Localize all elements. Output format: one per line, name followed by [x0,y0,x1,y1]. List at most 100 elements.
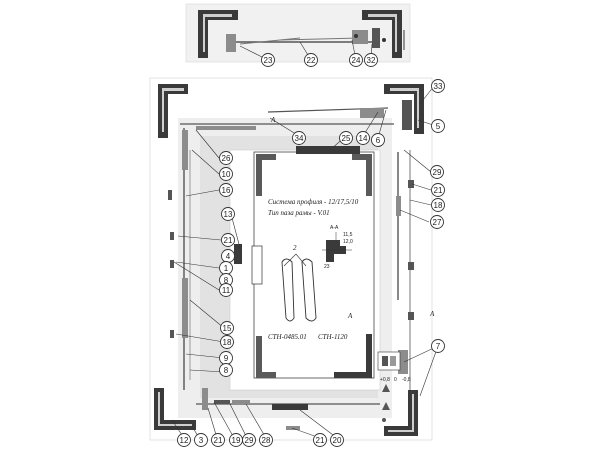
callout-circle [371,133,385,147]
callout-c29-b: 29 [242,433,256,447]
callout-label: 15 [223,324,232,333]
callout-c22-top: 22 [304,53,318,67]
dim-23: 23 [324,264,330,270]
callout-c16: 16 [219,183,233,197]
callout-c23-top: 23 [261,53,275,67]
callout-circle [349,53,363,67]
section-mark-right: A [429,310,435,318]
callout-label: 1 [224,264,229,273]
mark-2: 2 [293,244,297,252]
window-handles [251,245,317,322]
callout-label: 16 [222,186,231,195]
callout-label: 21 [316,436,325,445]
callout-c15: 15 [220,321,234,335]
callout-c21-r: 21 [431,183,445,197]
callout-c12: 12 [177,433,191,447]
callout-label: 7 [436,342,441,351]
callout-label: 11 [222,286,231,295]
callout-label: 24 [352,56,361,65]
corner-bottom-right [384,390,418,436]
callout-label: 13 [224,210,233,219]
dim-11-5: 11,5 [343,232,353,238]
callout-circle [313,433,327,447]
callout-label: 4 [226,252,231,261]
callout-c13: 13 [221,207,235,221]
callout-label: 27 [433,218,442,227]
callout-label: 22 [307,56,316,65]
callout-c18-r: 18 [431,198,445,212]
callout-circle [431,79,445,93]
dim-12-0: 12,0 [343,239,353,245]
callout-circle [211,433,225,447]
callout-circle [261,53,275,67]
callout-c21-b2: 21 [313,433,327,447]
product-code-right: CTH-1120 [318,333,348,341]
callout-circle [219,183,233,197]
callout-c6: 6 [371,133,385,147]
callout-label: 18 [434,201,443,210]
section-mark-mid: A [347,312,353,320]
callout-circle [339,131,353,145]
corner-top-right [384,84,424,134]
callout-label: 23 [264,56,273,65]
callout-label: 20 [333,436,342,445]
callout-circle [220,335,234,349]
callout-label: 3 [199,436,204,445]
callout-c33: 33 [431,79,445,93]
callout-circle [242,433,256,447]
callout-label: 28 [262,436,271,445]
callout-c18-l: 18 [220,335,234,349]
callout-label: 12 [180,436,189,445]
callout-c1: 1 [219,261,233,275]
callout-circle [431,183,445,197]
callout-c8-b: 8 [219,363,233,377]
callout-c7: 7 [431,339,445,353]
callout-c29: 29 [430,165,444,179]
callout-c14: 14 [356,131,370,145]
callout-c25: 25 [339,131,353,145]
top-hardware-bar [180,100,412,154]
callout-label: 21 [224,236,233,245]
section-aa-profile [322,232,352,262]
section-mark-top: A [270,116,276,124]
callout-c24-top: 24 [349,53,363,67]
callout-c5: 5 [431,119,445,133]
callout-c28: 28 [259,433,273,447]
callout-circle [221,233,235,247]
callout-circle [364,53,378,67]
callout-label: 10 [222,170,231,179]
dim-plus: +0,8 [380,377,390,383]
callout-label: 34 [295,134,304,143]
callout-c26: 26 [219,151,233,165]
callout-c21-b1: 21 [211,433,225,447]
dim-zero: 0 [394,377,397,383]
callout-label: 14 [359,134,368,143]
dim-minus: -0,8 [402,377,411,383]
callout-label: 5 [436,122,441,131]
callout-circle [194,433,208,447]
callout-circle [431,198,445,212]
callout-label: 26 [222,154,231,163]
callout-label: 19 [232,436,241,445]
callout-label: 21 [214,436,223,445]
callout-label: 6 [376,136,381,145]
callout-label: 18 [223,338,232,347]
callout-circle [259,433,273,447]
callout-label: 8 [224,366,229,375]
callout-label: 8 [224,276,229,285]
callout-label: 33 [434,82,443,91]
callout-c9: 9 [219,351,233,365]
product-code-left: CTH-0485.01 [268,333,307,341]
callout-circle [431,119,445,133]
callout-c19: 19 [229,433,243,447]
callout-label: 25 [342,134,351,143]
inner-corners [256,154,372,378]
top-detail-view [185,3,411,63]
text-notes: Система профиля - 12/17,5/10 Тип паза ра… [268,116,435,383]
callout-c3: 3 [194,433,208,447]
callout-circle [219,167,233,181]
callout-c27: 27 [430,215,444,229]
callout-circle [219,151,233,165]
callout-label: 21 [434,186,443,195]
